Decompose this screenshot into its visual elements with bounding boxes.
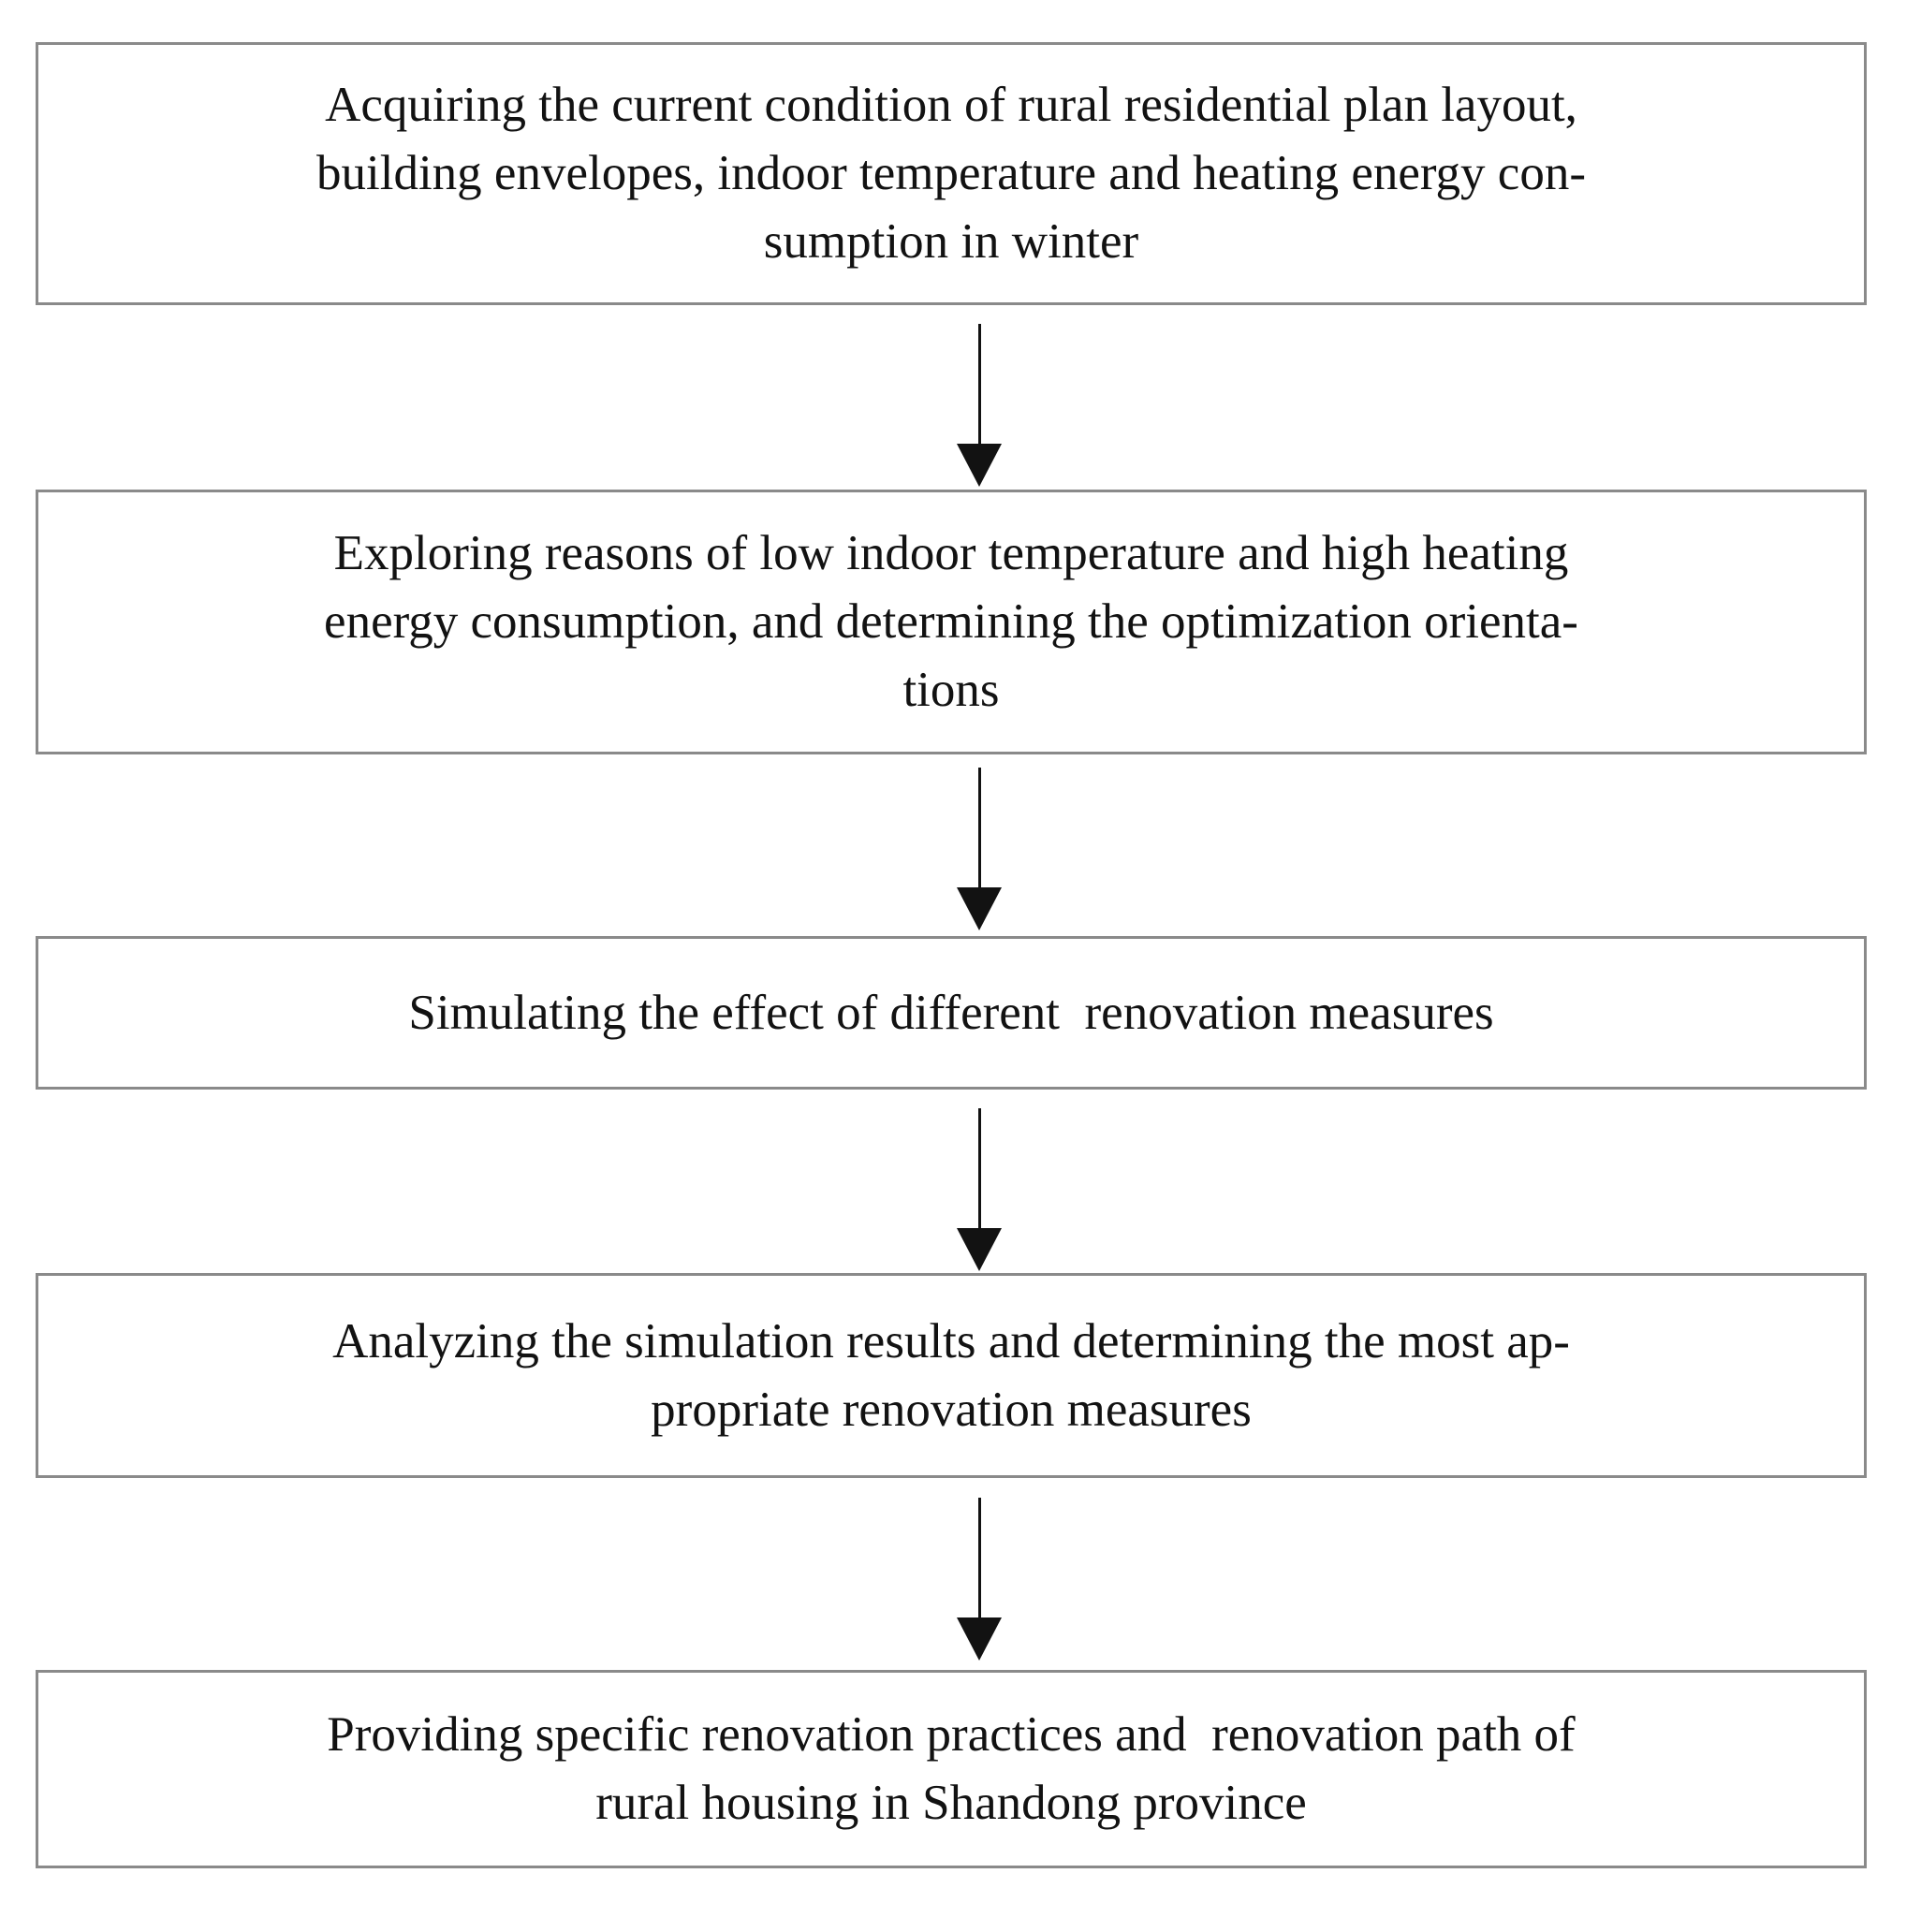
- flow-box-step-2: Exploring reasons of low indoor temperat…: [36, 490, 1867, 754]
- flow-box-step-2-line: energy consumption, and determining the …: [324, 594, 1578, 649]
- flow-box-step-4-line: Analyzing the simulation results and det…: [332, 1313, 1570, 1368]
- flow-box-step-3-line: Simulating the effect of different renov…: [408, 985, 1494, 1040]
- flow-box-step-3: Simulating the effect of different renov…: [36, 936, 1867, 1090]
- flow-box-step-4: Analyzing the simulation results and det…: [36, 1273, 1867, 1478]
- flow-box-step-2-line: tions: [902, 663, 1000, 717]
- flow-box-step-1-line: building envelopes, indoor temperature a…: [316, 146, 1586, 200]
- down-arrow-3: [957, 1108, 1002, 1271]
- flow-box-step-5: Providing specific renovation practices …: [36, 1670, 1867, 1868]
- down-arrow-2-shaft: [977, 768, 981, 887]
- down-arrow-1-shaft: [977, 324, 981, 444]
- down-arrow-3-shaft: [977, 1108, 981, 1228]
- down-arrow-2: [957, 768, 1002, 930]
- down-arrow-4-head-icon: [957, 1617, 1002, 1661]
- flow-box-step-5-line: Providing specific renovation practices …: [327, 1707, 1576, 1762]
- flow-box-step-1-line: sumption in winter: [763, 214, 1139, 269]
- flow-box-step-2-line: Exploring reasons of low indoor temperat…: [333, 526, 1569, 580]
- flow-box-step-1-line: Acquiring the current condition of rural…: [325, 78, 1577, 132]
- down-arrow-2-head-icon: [957, 887, 1002, 930]
- flow-box-step-4-line: propriate renovation measures: [651, 1382, 1252, 1437]
- flow-box-step-5-line: rural housing in Shandong province: [595, 1776, 1307, 1830]
- down-arrow-4: [957, 1498, 1002, 1661]
- down-arrow-4-shaft: [977, 1498, 981, 1617]
- down-arrow-1: [957, 324, 1002, 487]
- flow-box-step-1: Acquiring the current condition of rural…: [36, 42, 1867, 305]
- down-arrow-3-head-icon: [957, 1228, 1002, 1271]
- down-arrow-1-head-icon: [957, 444, 1002, 487]
